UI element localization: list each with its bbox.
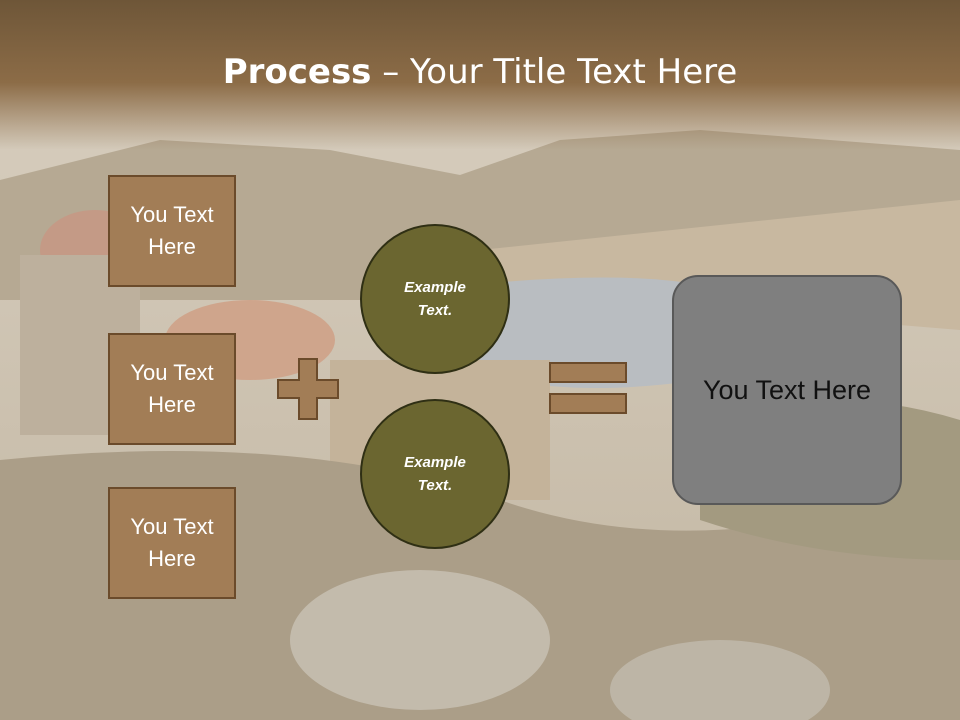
equals-icon xyxy=(549,362,627,414)
example-circle-2-line2: Text. xyxy=(417,477,453,494)
result-box: You Text Here xyxy=(672,275,902,505)
title-band xyxy=(0,0,960,150)
plus-icon xyxy=(277,358,339,420)
slide-title: Process – Your Title Text Here xyxy=(0,52,960,92)
input-box-3-line2: Here xyxy=(148,546,196,571)
example-circle-2-line1: Example xyxy=(404,454,466,471)
title-rest: – Your Title Text Here xyxy=(371,52,738,92)
input-box-2-line2: Here xyxy=(148,392,196,417)
input-box-1-line2: Here xyxy=(148,234,196,259)
example-circle-1-line2: Text. xyxy=(417,302,453,319)
input-box-1-line1: You Text xyxy=(130,202,214,227)
example-circle-1-line1: Example xyxy=(404,279,466,296)
result-box-label: You Text Here xyxy=(702,374,872,405)
input-box-2-line1: You Text xyxy=(130,360,214,385)
title-bold: Process xyxy=(222,52,372,92)
input-box-3-line1: You Text xyxy=(130,514,214,539)
